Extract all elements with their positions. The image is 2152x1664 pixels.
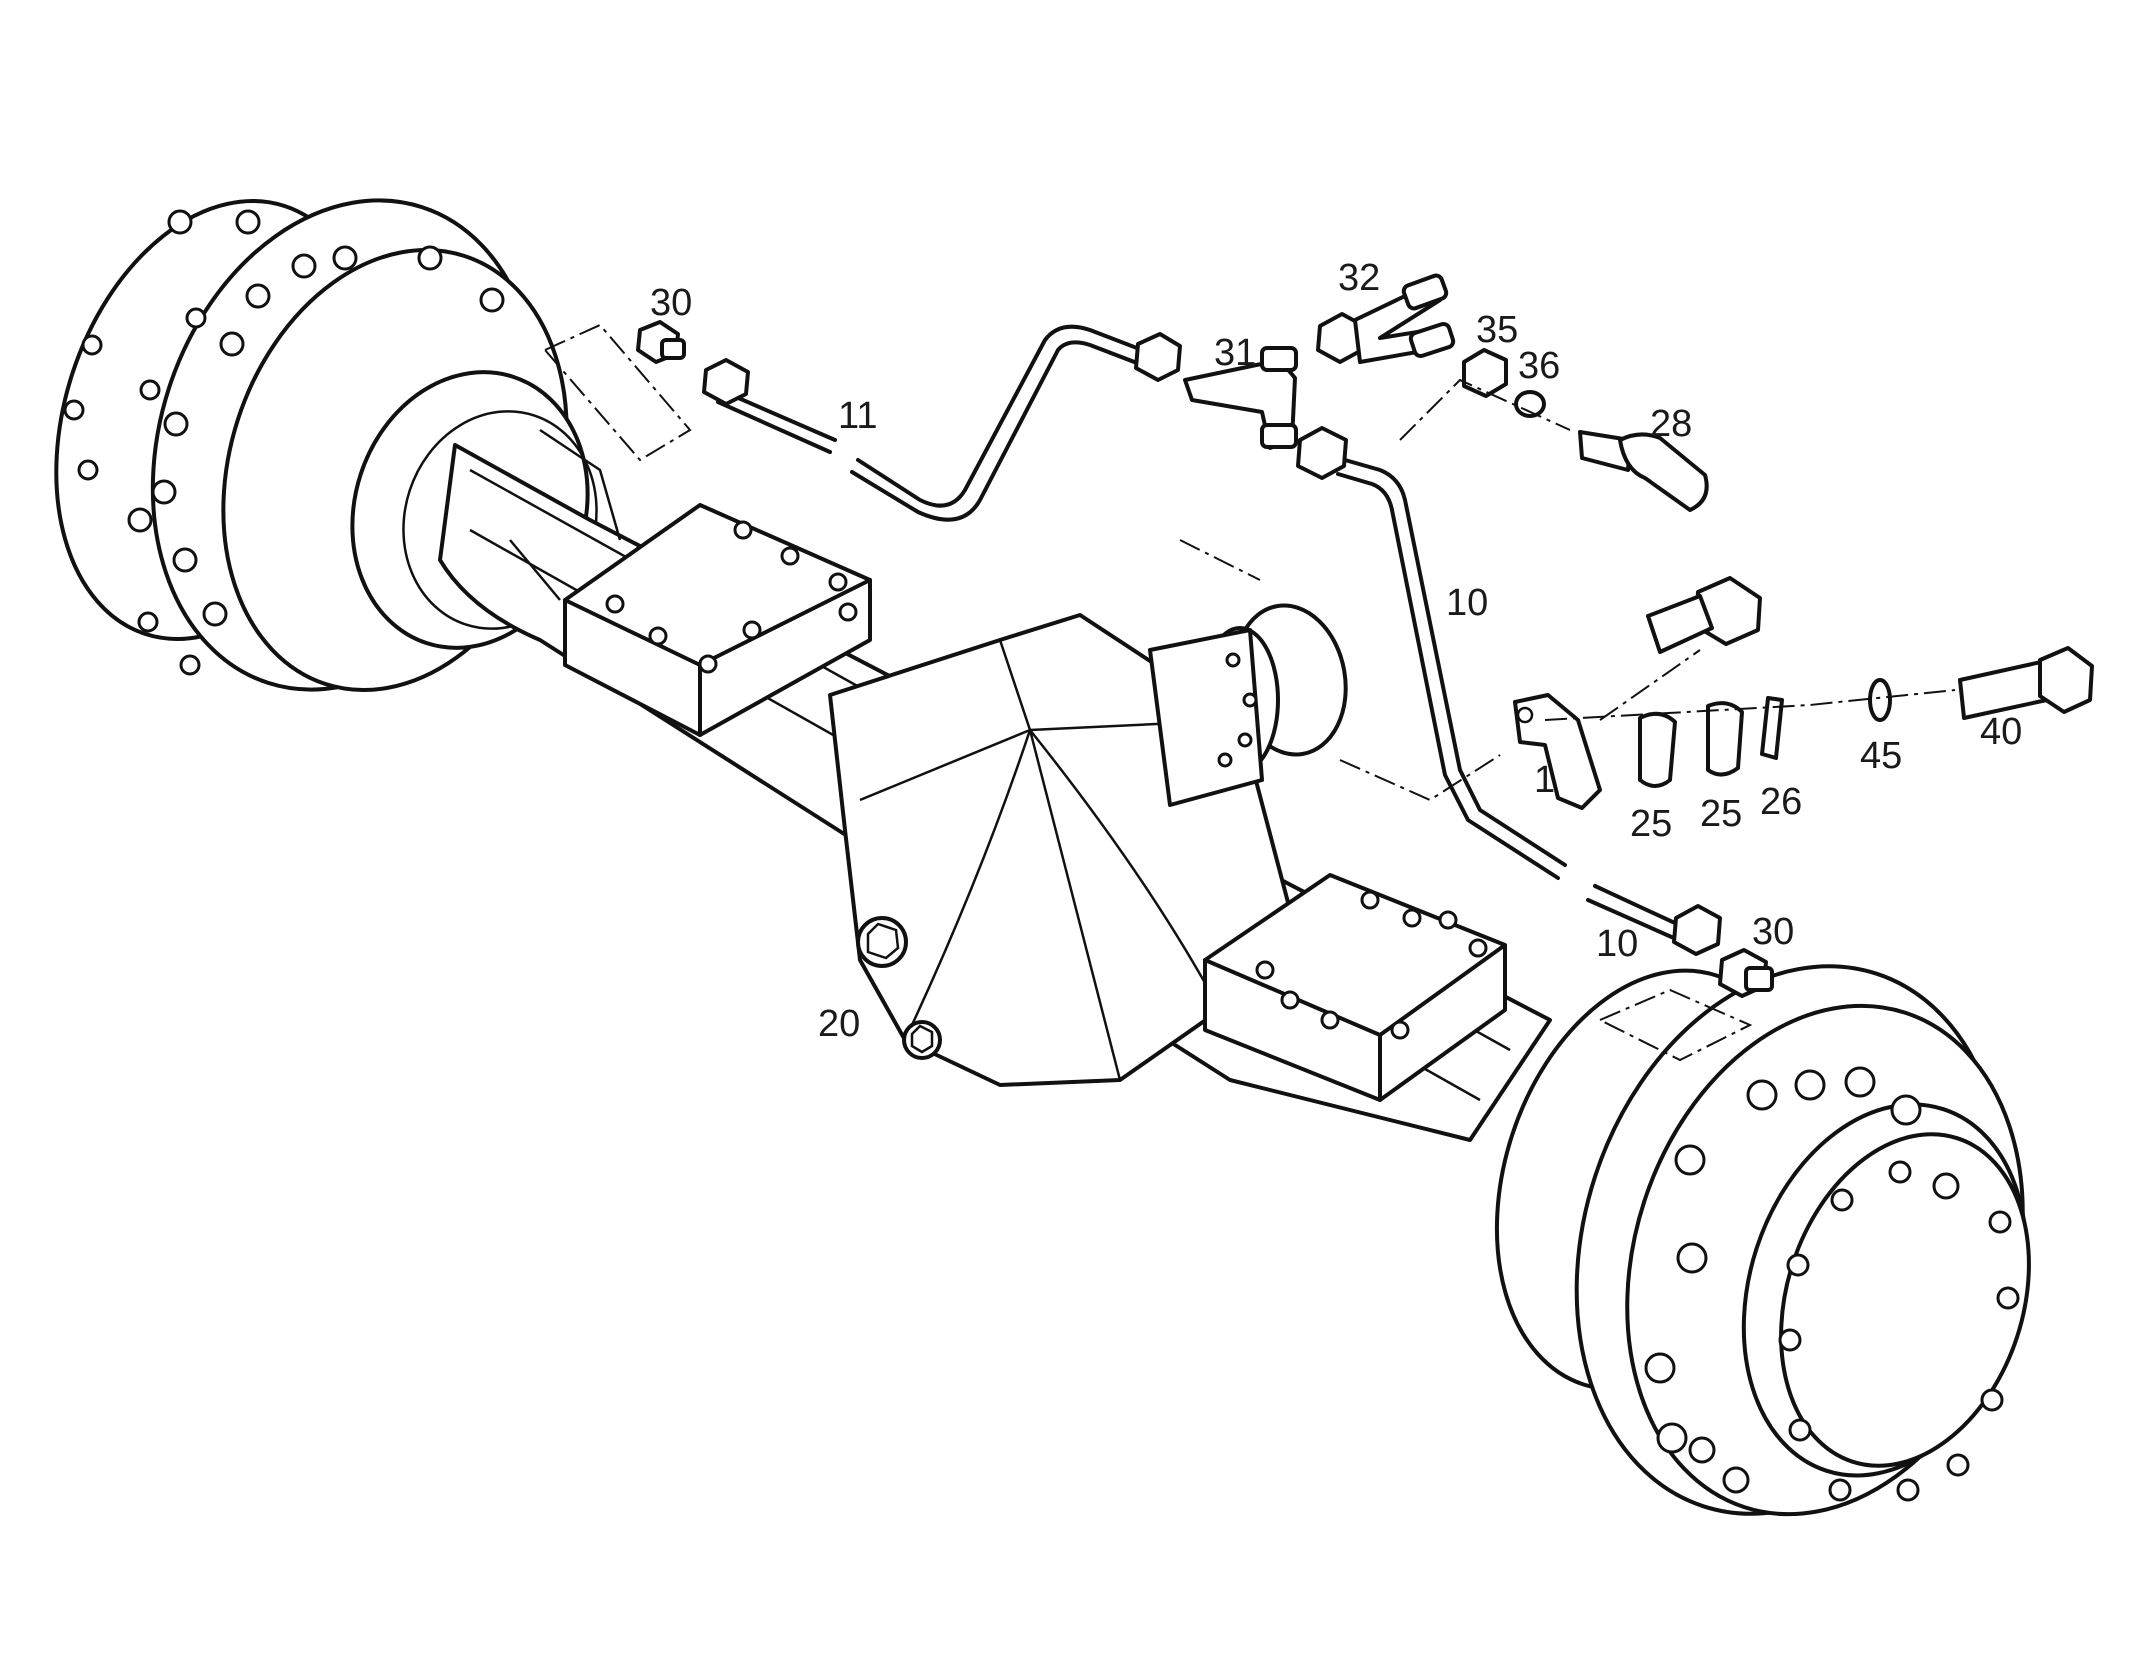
callout-11: 11 [838,395,877,437]
left-hub-bolts [63,209,505,676]
callout-10-upper: 10 [1446,582,1488,624]
brake-pipe-11 [702,324,1182,522]
bolt-upper [1646,576,1762,654]
callout-20: 20 [818,1003,860,1045]
callout-30-upper: 30 [650,282,692,324]
fitting-30-upper [636,320,686,364]
callout-28: 28 [1650,403,1692,445]
brake-pipe-10 [1296,426,1722,956]
callout-25-left: 25 [1630,803,1672,845]
spring-washer-45 [1868,678,1892,722]
callout-31: 31 [1214,332,1256,374]
fitting-30-lower [1718,948,1774,998]
callout-36: 36 [1518,345,1560,387]
spring-pad-left [563,503,872,737]
bleed-valve-28 [1578,430,1709,512]
callout-32: 32 [1338,257,1380,299]
callout-26: 26 [1760,781,1802,823]
callout-25-right: 25 [1700,793,1742,835]
drain-plugs [856,916,942,1060]
bracket-1 [1513,693,1602,810]
callout-10-lower: 10 [1596,923,1638,965]
tee-fitting-32 [1316,273,1456,364]
right-wheel-hub [1494,964,2031,1517]
callout-45: 45 [1860,735,1902,777]
bolt-40 [1958,646,2094,720]
callout-35: 35 [1476,309,1518,351]
assembly-guide-lines [543,323,1956,1062]
callout-1: 1 [1534,759,1555,801]
callout-40: 40 [1980,711,2022,753]
callout-labels: 30 11 32 31 35 36 28 10 40 45 1 25 25 26… [650,257,2022,1045]
washer-36 [1514,390,1546,418]
nut-35 [1462,348,1508,398]
callout-30-lower: 30 [1752,911,1794,953]
spring-pad-right [1203,873,1507,1102]
left-wheel-hub [54,198,598,692]
right-hub-bolts [1644,1066,2020,1502]
pinion-flange [1148,603,1348,807]
union-31 [1183,346,1298,450]
